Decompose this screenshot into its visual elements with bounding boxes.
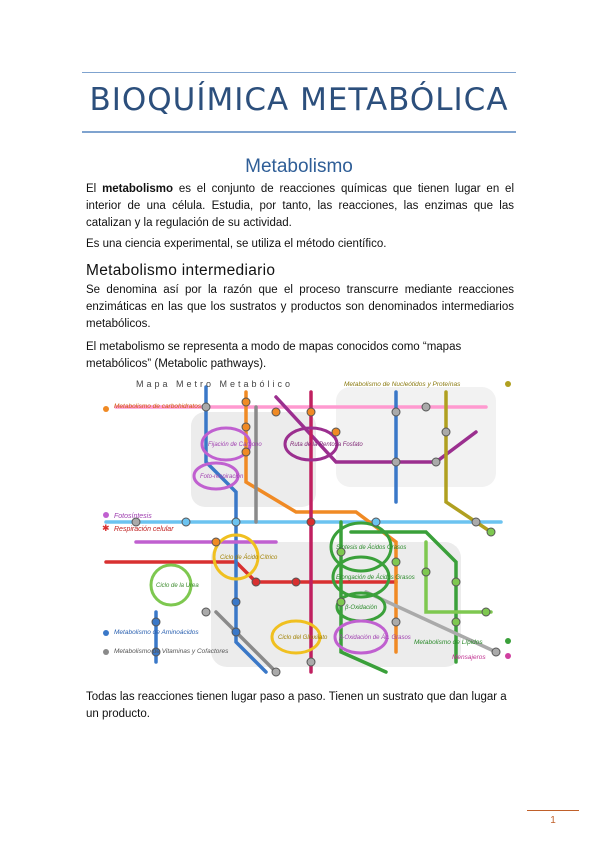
legend-aminoacidos: Metabolismo de Aminoácidos <box>114 629 199 636</box>
station-beta-oxidacion: β-Oxidación <box>344 605 378 611</box>
paragraph-intermediario: Se denomina así por la razón que el proc… <box>86 284 514 330</box>
document-title: BIOQUÍMICA METABÓLICA <box>89 82 509 118</box>
legend-nucleotidos: Metabolismo de Nucleótidos y Proteínas <box>344 381 461 388</box>
station-krebs: Ciclo de Ácido Cítrico <box>220 554 278 561</box>
p1-bold-term: metabolismo <box>102 183 173 195</box>
paragraph-steps: Todas las reacciones tienen lugar paso a… <box>86 691 507 720</box>
paragraph-definition: El metabolismo es el conjunto de reaccio… <box>86 181 514 232</box>
map-title: Mapa Metro Metabólico <box>136 379 293 389</box>
legend-carbohidratos: Metabolismo de carbohidratos <box>114 403 202 410</box>
paragraph-maps: El metabolismo se representa a modo de m… <box>86 341 462 370</box>
station-beta-oxidacion-2: β-Oxidación de Ác. Grasos <box>338 634 411 641</box>
station-urea: Ciclo de la Urea <box>156 583 199 589</box>
legend-fotosintesis: Fotosíntesis <box>114 513 152 520</box>
station-fotorespiracion: Foto-respiración <box>200 474 244 480</box>
station-pentosa: Ruta de la Pentosa Fosfato <box>290 442 363 448</box>
respiracion-star-icon: ✱ <box>102 523 110 533</box>
p1-rest: es el conjunto de reacciones químicas qu… <box>86 183 514 229</box>
p1-lead: El <box>86 183 103 195</box>
title-rule-top <box>82 72 516 73</box>
paragraph-experimental: Es una ciencia experimental, se utiliza … <box>86 238 387 250</box>
section-heading: Metabolismo <box>245 156 353 177</box>
station-sintesis-ag: Síntesis de Ácidos Grasos <box>336 544 406 551</box>
station-elongacion-ag: Elongación de Ácidos Grasos <box>336 574 415 581</box>
station-glioxilato: Ciclo del Glioxilato <box>278 635 328 641</box>
station-fijacion: Fijación de Carbono <box>208 442 262 448</box>
legend-mensajeros: Mensajeros <box>452 654 486 661</box>
legend-lipidos: Metabolismo de Lípidos <box>414 639 483 646</box>
metabolic-metro-map: Mapa Metro Metabólico Metabolismo de car… <box>96 372 514 682</box>
page-number: 1 <box>527 810 579 826</box>
subheading-intermediario: Metabolismo intermediario <box>86 262 276 279</box>
legend-respiracion: Respiración celular <box>114 526 174 533</box>
legend-vitaminas: Metabolismo de Vitaminas y Cofactores <box>114 648 229 655</box>
title-rule-bottom <box>82 131 516 133</box>
